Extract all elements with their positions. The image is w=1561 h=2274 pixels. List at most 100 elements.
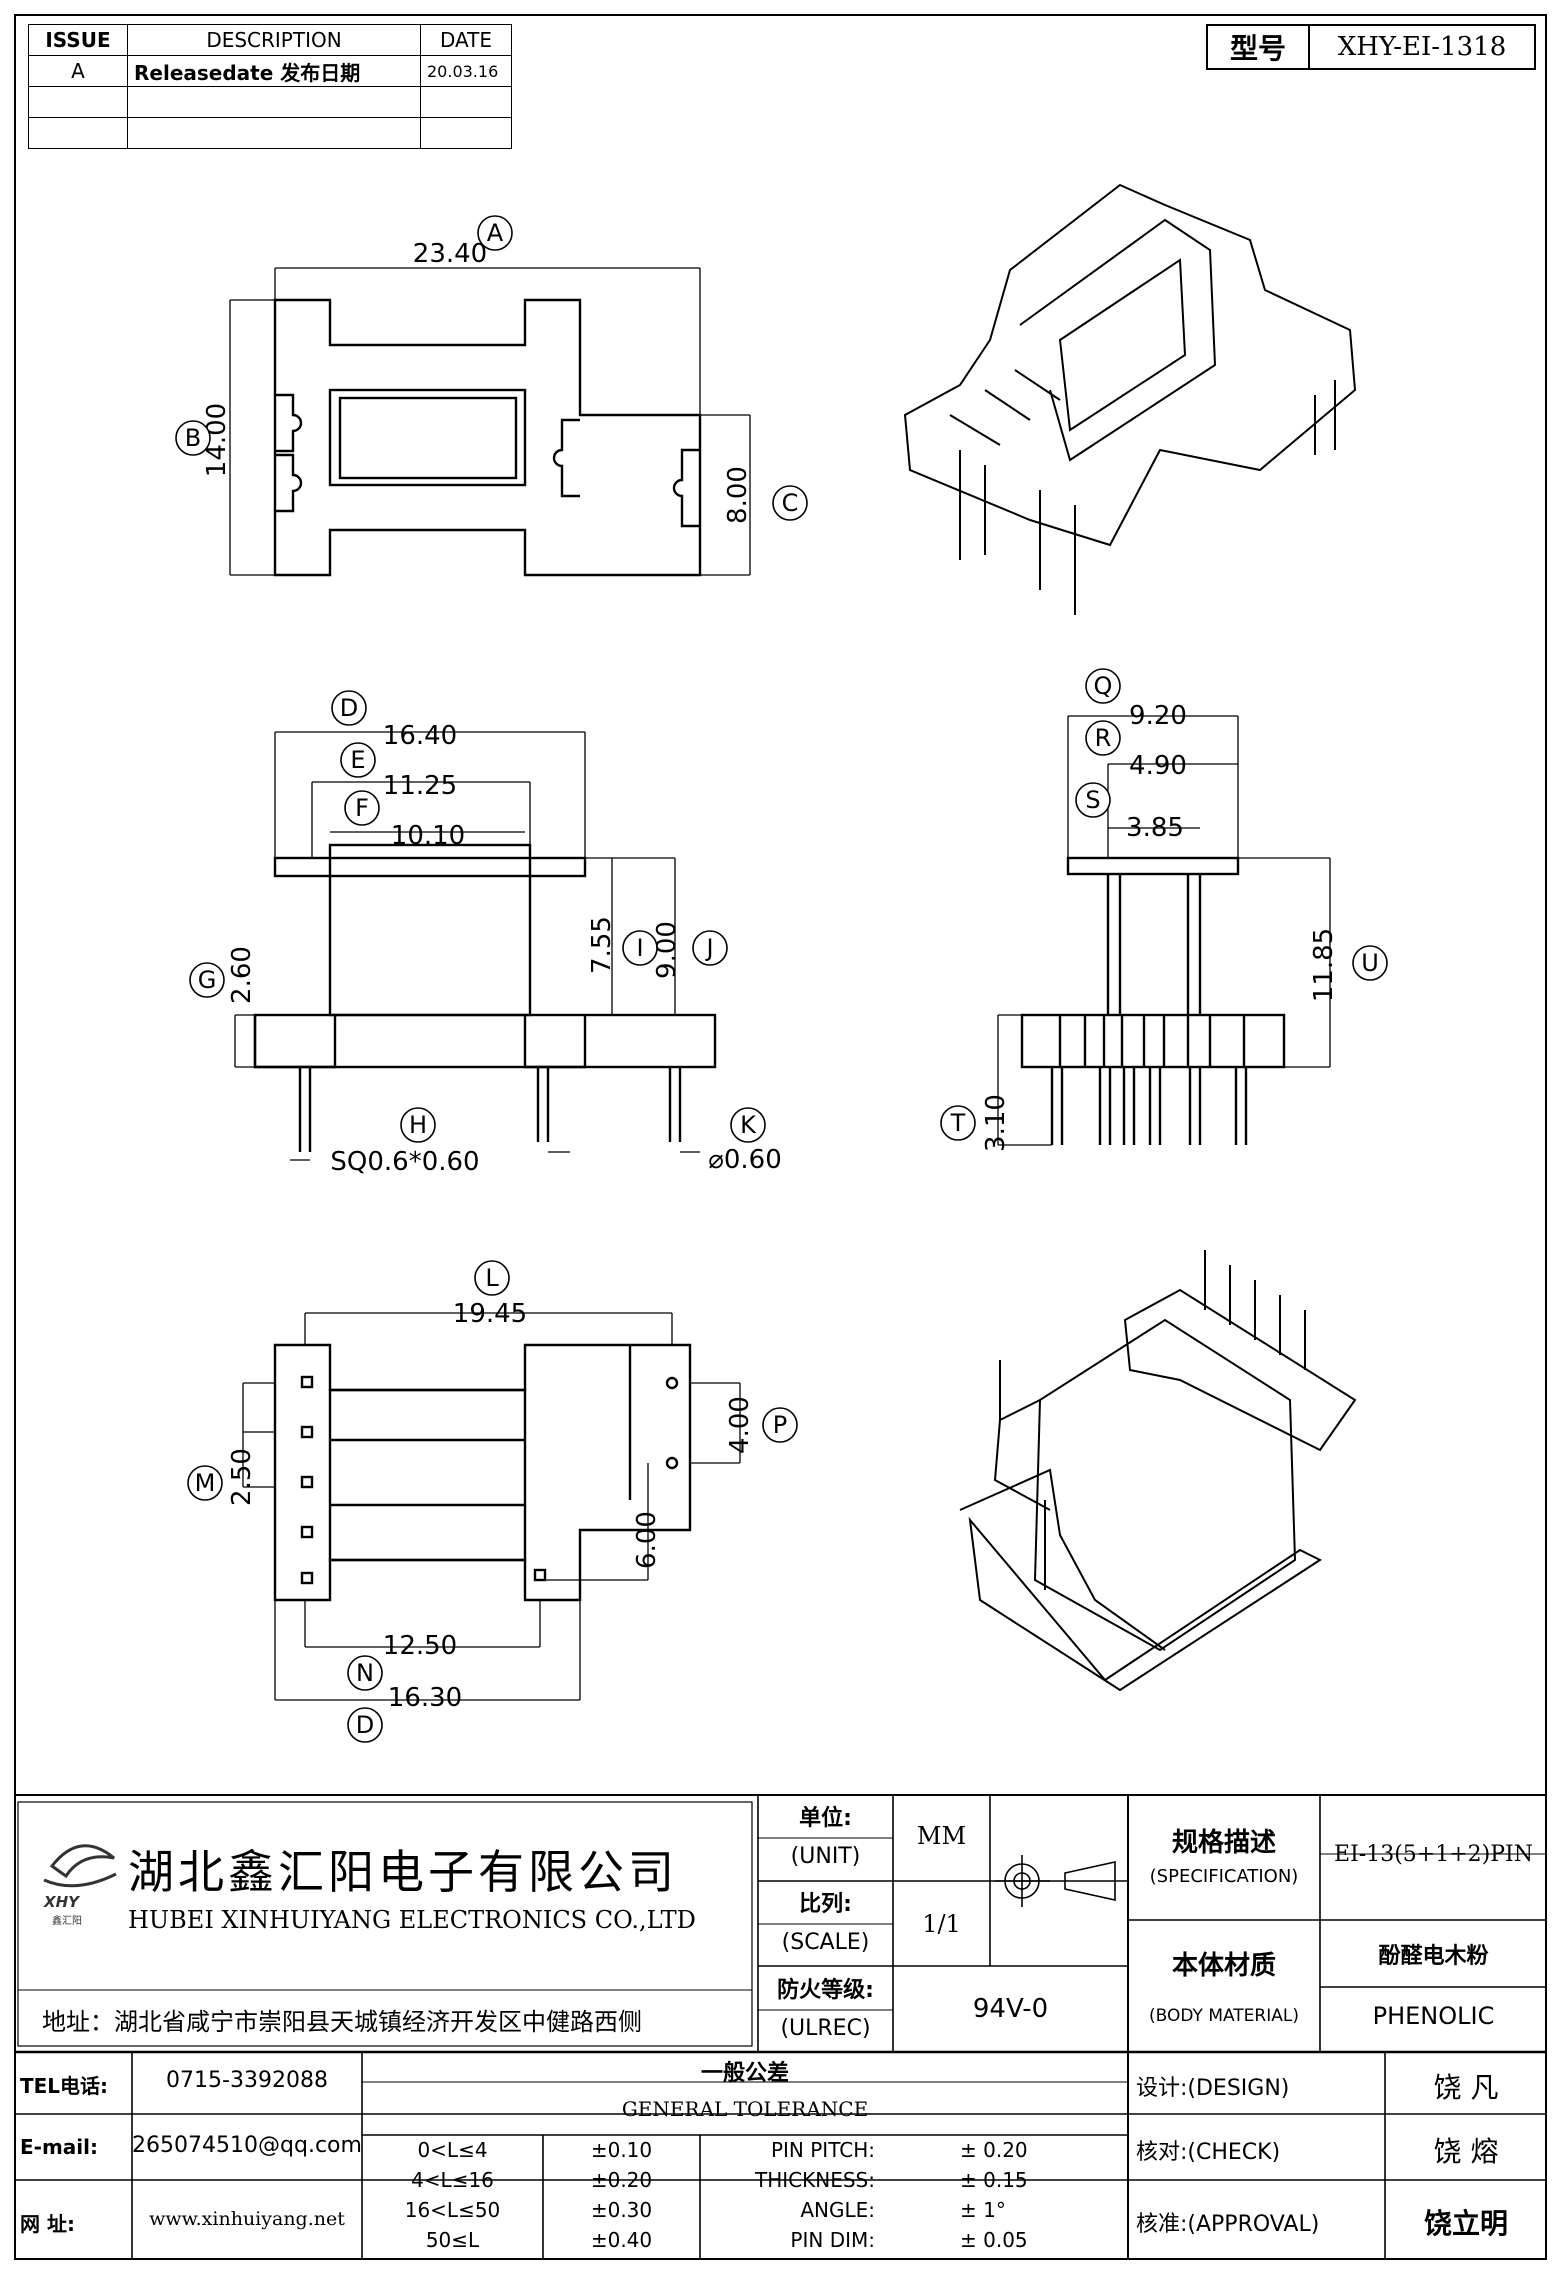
svg-text:D: D	[340, 694, 358, 722]
tolerance-value-col: ±0.10 ±0.20 ±0.30 ±0.40	[543, 2138, 700, 2258]
tolerance-range-col: 0<L≤4 4<L≤16 16<L≤50 50≤L	[362, 2138, 543, 2258]
tel-label: TEL电话:	[20, 2074, 109, 2098]
label-Q: Q	[1085, 668, 1121, 704]
website-label: 网 址:	[20, 2212, 75, 2236]
material-label-cn: 本体材质	[1171, 1951, 1276, 1981]
svg-text:M: M	[195, 1469, 216, 1497]
label-S: S	[1075, 782, 1111, 818]
dim-D2: 16.30	[388, 1683, 462, 1713]
material-value-cn: 酚醛电木粉	[1378, 1944, 1489, 1969]
label-G: G	[189, 962, 225, 998]
unit-value: MM	[916, 1822, 967, 1850]
email-value: 265074510@qq.com	[132, 2133, 362, 2158]
revision-table: ISSUE DESCRIPTION DATE A Releasedate 发布日…	[28, 24, 512, 149]
dim-N: 12.50	[383, 1631, 457, 1661]
issue-cell: A	[28, 55, 128, 87]
tolerance-other-label: THICKNESS:	[755, 2168, 875, 2192]
isometric-view-bottom	[959, 1250, 1357, 1692]
tolerance-other-value: ± 0.15	[960, 2168, 1028, 2192]
unit-label-en: (UNIT)	[790, 1844, 861, 1869]
label-C: C	[772, 485, 808, 521]
date-cell: 20.03.16	[420, 55, 512, 87]
logo-text: XHY	[44, 1893, 79, 1911]
label-J: J	[692, 930, 728, 966]
check-name: 饶 熔	[1433, 2135, 1499, 2168]
dim-P2: 6.00	[632, 1511, 662, 1569]
svg-text:B: B	[185, 424, 201, 452]
label-F: F	[344, 790, 380, 826]
svg-text:E: E	[350, 746, 365, 774]
model-label: 型号	[1208, 26, 1310, 68]
logo-subtext: 鑫汇阳	[52, 1916, 82, 1927]
label-B: B	[175, 420, 211, 456]
company-name-cn: 湖北鑫汇阳电子有限公司	[128, 1845, 678, 1899]
tolerance-other-value: ± 0.20	[960, 2138, 1028, 2162]
email-label: E-mail:	[20, 2135, 99, 2159]
tolerance-range: 16<L≤50	[404, 2198, 501, 2222]
tolerance-other-label: PIN PITCH:	[770, 2138, 875, 2162]
company-address: 地址：湖北省咸宁市崇阳县天城镇经济开发区中健路西侧	[42, 2008, 642, 2036]
company-name-en: HUBEI XINHUIYANG ELECTRONICS CO.,LTD	[128, 1906, 696, 1934]
dim-T: 3.10	[981, 1094, 1011, 1152]
dim-P: 4.00	[725, 1396, 755, 1454]
company-logo	[43, 1844, 117, 1888]
tolerance-value: ±0.10	[590, 2138, 653, 2162]
scale-label-en: (SCALE)	[781, 1930, 870, 1955]
label-N: N	[347, 1655, 383, 1691]
isometric-view-top	[903, 183, 1357, 615]
dim-I: 7.55	[587, 916, 617, 974]
description-header: DESCRIPTION	[127, 24, 421, 56]
dim-U: 11.85	[1309, 928, 1339, 1002]
svg-text:J: J	[704, 934, 713, 962]
scale-label-cn: 比列:	[799, 1892, 852, 1917]
svg-text:K: K	[740, 1111, 757, 1139]
label-E: E	[340, 742, 376, 778]
svg-text:H: H	[409, 1111, 427, 1139]
svg-text:A: A	[487, 219, 504, 247]
spec-value: EI-13(5+1+2)PIN	[1334, 1842, 1533, 1867]
scale-value: 1/1	[922, 1910, 961, 1938]
tolerance-title-en: GENERAL TOLERANCE	[621, 2097, 869, 2121]
ul-label-cn: 防火等级:	[777, 1978, 874, 2003]
dim-L: 19.45	[453, 1299, 527, 1329]
svg-text:T: T	[950, 1109, 966, 1137]
label-U: U	[1352, 945, 1388, 981]
dim-R: 4.90	[1129, 751, 1187, 781]
design-label: 设计:(DESIGN)	[1136, 2076, 1290, 2101]
dim-H: SQ0.6*0.60	[330, 1147, 479, 1177]
side-view	[1020, 856, 1286, 1145]
tel-value: 0715-3392088	[166, 2068, 328, 2093]
svg-text:U: U	[1361, 949, 1379, 977]
model-value: XHY-EI-1318	[1337, 32, 1507, 62]
approval-name: 饶立明	[1423, 2207, 1508, 2240]
unit-label-cn: 单位:	[799, 1806, 852, 1831]
dim-E: 11.25	[383, 771, 457, 801]
spec-label-en: (SPECIFICATION)	[1149, 1866, 1299, 1887]
issue-cell	[28, 117, 128, 149]
tolerance-other-label: PIN DIM:	[790, 2228, 875, 2252]
dim-K: ⌀0.60	[708, 1145, 782, 1175]
svg-text:D: D	[356, 1711, 374, 1739]
svg-text:N: N	[356, 1659, 374, 1687]
svg-text:G: G	[198, 966, 217, 994]
dim-F: 10.10	[391, 821, 465, 851]
label-D2: D	[347, 1707, 383, 1743]
model-box: 型号 XHY-EI-1318	[1206, 24, 1536, 70]
tolerance-value: ±0.30	[590, 2198, 653, 2222]
svg-text:Q: Q	[1094, 672, 1113, 700]
spec-label-cn: 规格描述	[1171, 1828, 1276, 1858]
label-A: A	[477, 215, 513, 251]
label-K: K	[730, 1107, 766, 1143]
label-D: D	[331, 690, 367, 726]
dim-S: 3.85	[1126, 813, 1184, 843]
label-P: P	[762, 1407, 798, 1443]
date-cell	[420, 117, 512, 149]
tolerance-range: 0<L≤4	[417, 2138, 488, 2162]
technical-drawings: 23.40 14.00 8.00 16.40 11.25 10.10 2.60 …	[175, 183, 1388, 1743]
tolerance-other-value: ± 1°	[960, 2198, 1006, 2222]
label-H: H	[400, 1107, 436, 1143]
tolerance-other-value: ± 0.05	[960, 2228, 1028, 2252]
drawing-frame	[14, 14, 1547, 2260]
svg-text:I: I	[636, 934, 643, 962]
